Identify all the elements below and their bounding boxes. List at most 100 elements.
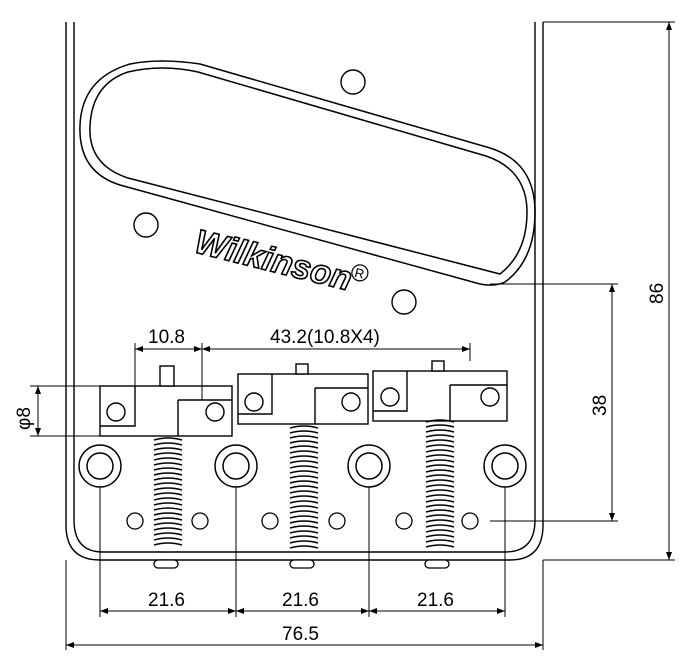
spring-coil [289, 545, 319, 549]
label-string-spacing: 10.8 [148, 327, 185, 348]
spring-coil [289, 490, 319, 494]
spring-coil [289, 530, 319, 534]
mounting-hole [78, 444, 122, 488]
spring-coil [289, 525, 319, 529]
spring-coil [425, 469, 455, 473]
spring-coil [289, 445, 319, 449]
spring-coil [153, 482, 183, 486]
saddle-2 [237, 363, 369, 425]
spring-coil [153, 522, 183, 526]
spring-1 [153, 437, 183, 546]
spring-coil [153, 477, 183, 481]
spring-coil [289, 485, 319, 489]
spring-coil [153, 502, 183, 506]
label-hole-spacing-2: 21.6 [282, 590, 319, 611]
spring-coil [425, 489, 455, 493]
spring-coil [153, 537, 183, 541]
brand-name: Wilkinson [191, 223, 356, 299]
spring-coil [289, 465, 319, 469]
spring-coil [289, 425, 319, 429]
label-saddle-diameter: φ8 [14, 407, 35, 430]
spring-coil [153, 527, 183, 531]
spring-coil [289, 505, 319, 509]
dimension-labels: 10.8 43.2(10.8X4) φ8 38 86 21.6 21.6 21.… [14, 283, 668, 645]
spring-coil [289, 495, 319, 499]
spring-coil [289, 450, 319, 454]
spring-coil [425, 439, 455, 443]
spring-coil [153, 542, 183, 546]
spring-coil [425, 524, 455, 528]
spring-coil [425, 504, 455, 508]
spring-coil [425, 519, 455, 523]
spring-coil [289, 480, 319, 484]
bottom-slots [153, 559, 450, 569]
spring-coil [425, 454, 455, 458]
spring-coil [425, 494, 455, 498]
wilkinson-logo: Wilkinson R [190, 222, 369, 299]
label-hole-spacing-1: 21.6 [148, 590, 185, 611]
spring-coil [289, 460, 319, 464]
spring-coil [425, 449, 455, 453]
registered-mark-icon [351, 264, 369, 282]
spring-coil [425, 514, 455, 518]
spring-coil [153, 497, 183, 501]
spring-coil [289, 430, 319, 434]
mounting-holes [78, 444, 527, 488]
pickup-cavity [79, 60, 536, 286]
intonation-springs [153, 419, 455, 549]
plate-hole-right [391, 289, 417, 315]
spring-coil [425, 474, 455, 478]
saddle-3 [372, 360, 508, 422]
spring-coil [289, 455, 319, 459]
label-overall-height: 86 [647, 283, 668, 304]
spring-coil [153, 442, 183, 446]
spring-coil [425, 529, 455, 533]
spring-coil [153, 487, 183, 491]
plate-holes [133, 69, 417, 315]
plate-hole-top [340, 69, 366, 95]
spring-coil [425, 509, 455, 513]
plate-hole-left [133, 212, 159, 238]
spring-coil [153, 467, 183, 471]
spring-coil [153, 452, 183, 456]
spring-coil [425, 444, 455, 448]
spring-coil [425, 534, 455, 538]
mounting-hole [214, 444, 258, 488]
label-overall-width: 76.5 [282, 624, 319, 645]
spring-coil [425, 459, 455, 463]
spring-coil [425, 419, 455, 423]
spring-coil [153, 512, 183, 516]
spring-coil [153, 507, 183, 511]
spring-coil [153, 437, 183, 441]
spring-coil [425, 429, 455, 433]
label-hole-spacing-3: 21.6 [417, 590, 454, 611]
spring-coil [425, 539, 455, 543]
spring-coil [153, 532, 183, 536]
spring-coil [425, 484, 455, 488]
spring-coil [425, 424, 455, 428]
saddle-screw-icon [244, 392, 264, 412]
spring-coil [289, 510, 319, 514]
spring-coil [425, 434, 455, 438]
spring-coil [289, 515, 319, 519]
spring-coil [425, 544, 455, 548]
saddle-1 [99, 365, 233, 437]
mounting-hole [483, 444, 527, 488]
registered-mark: R [353, 265, 366, 282]
saddle-screw-icon [106, 402, 126, 422]
saddle-screw-icon [341, 392, 361, 412]
spring-coil [153, 492, 183, 496]
dimension-lines [30, 21, 675, 650]
spring-coil [153, 457, 183, 461]
label-pickup-height: 38 [590, 395, 611, 416]
saddle-screw-icon [205, 402, 225, 422]
saddle-screw-icon [380, 387, 400, 407]
dimension-arrows [35, 22, 672, 648]
spring-coil [425, 464, 455, 468]
spring-coil [289, 520, 319, 524]
spring-coil [289, 500, 319, 504]
spring-coil [153, 517, 183, 521]
spring-coil [289, 475, 319, 479]
mounting-hole [347, 444, 391, 488]
spring-coil [289, 540, 319, 544]
